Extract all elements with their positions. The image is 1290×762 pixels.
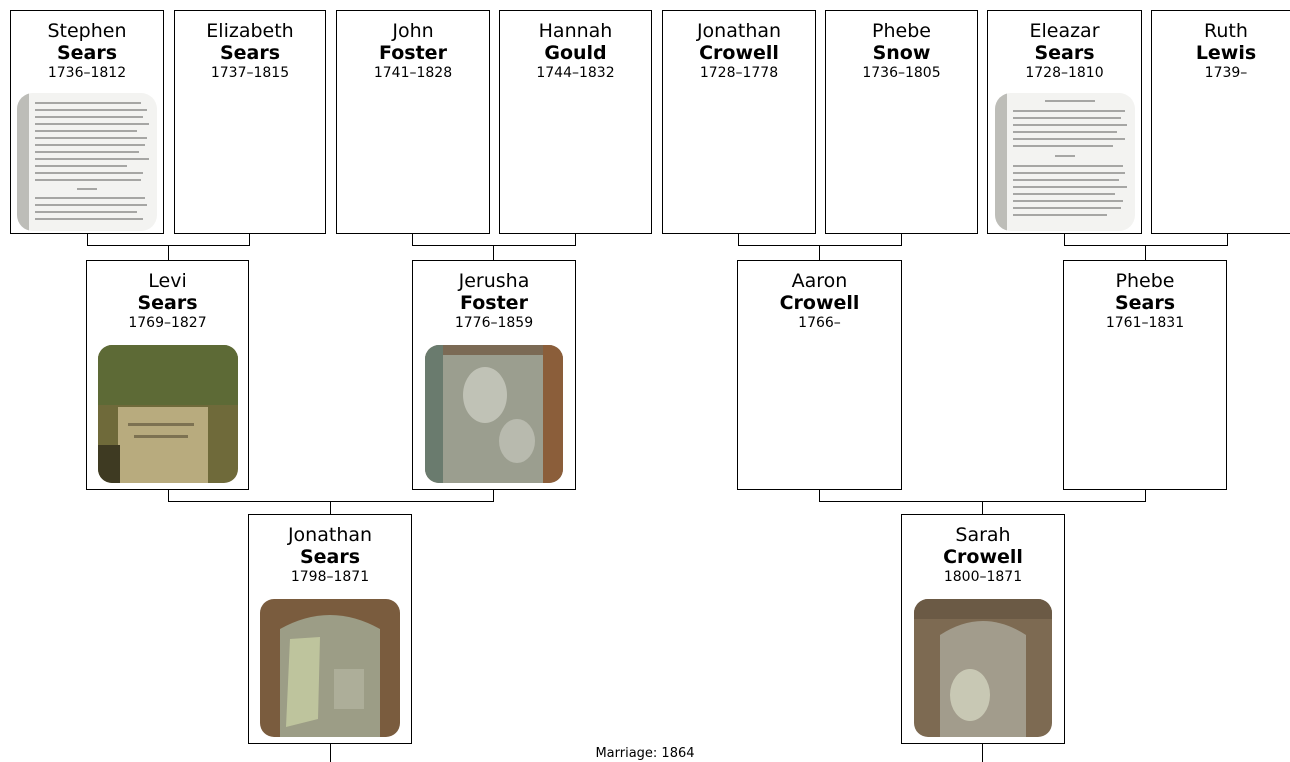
connector-line bbox=[1227, 234, 1228, 246]
life-years: 1769–1827 bbox=[128, 315, 207, 331]
person-card-jerusha-foster[interactable]: Jerusha Foster 1776–1859 bbox=[412, 260, 576, 490]
life-years: 1737–1815 bbox=[210, 65, 290, 81]
life-years: 1736–1805 bbox=[862, 65, 941, 81]
first-name: Ruth bbox=[1204, 20, 1248, 42]
first-name: Eleazar bbox=[1029, 20, 1100, 42]
connector-line bbox=[168, 501, 494, 502]
last-name: Sears bbox=[219, 42, 281, 64]
connector-line bbox=[1145, 245, 1146, 260]
life-years: 1728–1810 bbox=[1025, 65, 1104, 81]
connector-line bbox=[819, 245, 820, 260]
first-name: Phebe bbox=[872, 20, 931, 42]
marriage-label: Marriage: 1864 bbox=[595, 746, 695, 761]
life-years: 1766– bbox=[798, 315, 841, 331]
first-name: Elizabeth bbox=[206, 20, 294, 42]
life-years: 1736–1812 bbox=[47, 65, 127, 81]
last-name: Lewis bbox=[1195, 42, 1257, 64]
person-card-phebe-snow[interactable]: Phebe Snow 1736–1805 bbox=[825, 10, 978, 234]
connector-line bbox=[87, 234, 88, 246]
first-name: Sarah bbox=[955, 524, 1011, 546]
gravestone-photo[interactable] bbox=[425, 345, 563, 483]
person-card-elizabeth-sears[interactable]: Elizabeth Sears 1737–1815 bbox=[174, 10, 326, 234]
gravestone-photo[interactable] bbox=[97, 345, 238, 483]
person-card-ruth-lewis[interactable]: Ruth Lewis 1739– bbox=[1151, 10, 1290, 234]
person-card-hannah-gould[interactable]: Hannah Gould 1744–1832 bbox=[499, 10, 652, 234]
connector-line bbox=[249, 234, 250, 246]
connector-line bbox=[168, 245, 169, 260]
document-page-photo[interactable] bbox=[17, 93, 157, 231]
person-card-sarah-crowell[interactable]: Sarah Crowell 1800–1871 bbox=[901, 514, 1065, 744]
first-name: Jonathan bbox=[287, 524, 373, 546]
first-name: John bbox=[392, 20, 434, 42]
connector-line bbox=[330, 501, 331, 514]
connector-line bbox=[1064, 245, 1228, 246]
life-years: 1739– bbox=[1204, 65, 1248, 81]
person-card-john-foster[interactable]: John Foster 1741–1828 bbox=[336, 10, 490, 234]
connector-line bbox=[901, 234, 902, 246]
last-name: Sears bbox=[1034, 42, 1095, 64]
gravestone-photo[interactable] bbox=[914, 599, 1052, 737]
last-name: Sears bbox=[137, 292, 198, 314]
person-card-levi-sears[interactable]: Levi Sears 1769–1827 bbox=[86, 260, 249, 490]
connector-line bbox=[738, 245, 902, 246]
gravestone-photo[interactable] bbox=[260, 599, 400, 737]
connector-line bbox=[1064, 234, 1065, 246]
last-name: Crowell bbox=[779, 292, 860, 314]
last-name: Foster bbox=[379, 42, 447, 64]
first-name: Levi bbox=[148, 270, 187, 292]
person-card-jonathan-sears[interactable]: Jonathan Sears 1798–1871 bbox=[248, 514, 412, 744]
life-years: 1728–1778 bbox=[699, 65, 779, 81]
person-card-jonathan-crowell[interactable]: Jonathan Crowell 1728–1778 bbox=[662, 10, 816, 234]
connector-line bbox=[982, 501, 983, 514]
document-page-photo[interactable] bbox=[994, 93, 1135, 231]
life-years: 1798–1871 bbox=[290, 569, 370, 585]
connector-line bbox=[575, 234, 576, 246]
connector-line bbox=[982, 744, 983, 762]
life-years: 1761–1831 bbox=[1105, 315, 1185, 331]
first-name: Aaron bbox=[791, 270, 848, 292]
connector-line bbox=[1145, 490, 1146, 502]
connector-line bbox=[412, 234, 413, 246]
connector-line bbox=[819, 490, 820, 502]
connector-line bbox=[412, 245, 576, 246]
first-name: Jerusha bbox=[458, 270, 530, 292]
last-name: Crowell bbox=[943, 546, 1023, 568]
last-name: Sears bbox=[299, 546, 361, 568]
last-name: Snow bbox=[872, 42, 931, 64]
connector-line bbox=[493, 245, 494, 260]
last-name: Crowell bbox=[699, 42, 779, 64]
life-years: 1741–1828 bbox=[373, 65, 453, 81]
person-card-aaron-crowell[interactable]: Aaron Crowell 1766– bbox=[737, 260, 902, 490]
last-name: Sears bbox=[1114, 292, 1176, 314]
first-name: Hannah bbox=[538, 20, 613, 42]
person-card-phebe-sears[interactable]: Phebe Sears 1761–1831 bbox=[1063, 260, 1227, 490]
last-name: Sears bbox=[56, 42, 118, 64]
connector-line bbox=[168, 490, 169, 502]
first-name: Stephen bbox=[47, 20, 127, 42]
person-card-stephen-sears[interactable]: Stephen Sears 1736–1812 bbox=[10, 10, 164, 234]
life-years: 1744–1832 bbox=[536, 65, 615, 81]
last-name: Gould bbox=[544, 42, 607, 64]
connector-line bbox=[738, 234, 739, 246]
last-name: Foster bbox=[460, 292, 528, 314]
life-years: 1776–1859 bbox=[454, 315, 534, 331]
person-card-eleazar-sears[interactable]: Eleazar Sears 1728–1810 bbox=[987, 10, 1142, 234]
first-name: Jonathan bbox=[696, 20, 782, 42]
connector-line bbox=[493, 490, 494, 502]
first-name: Phebe bbox=[1115, 270, 1175, 292]
life-years: 1800–1871 bbox=[943, 569, 1023, 585]
connector-line bbox=[330, 744, 331, 762]
